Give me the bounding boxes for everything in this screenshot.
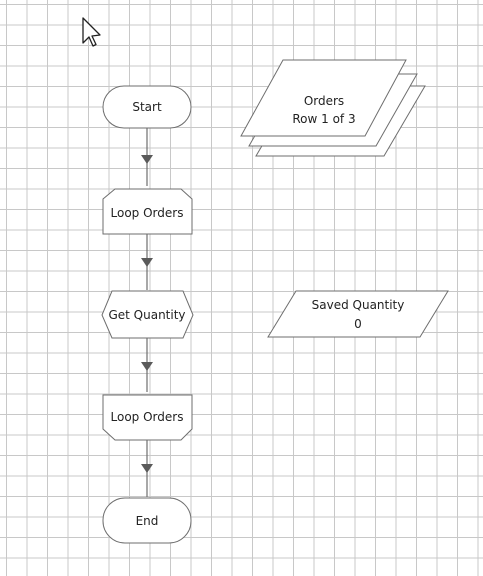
- loop-end-label: Loop Orders: [111, 410, 184, 424]
- saved-quantity-title: Saved Quantity: [312, 298, 405, 312]
- loop-end-shape[interactable]: Loop Orders: [102, 394, 193, 441]
- orders-title: Orders: [304, 94, 344, 108]
- saved-quantity-data-shape[interactable]: Saved Quantity 0: [267, 290, 449, 338]
- get-quantity-label: Get Quantity: [108, 308, 185, 322]
- get-quantity-process[interactable]: Get Quantity: [101, 290, 194, 339]
- saved-quantity-value: 0: [354, 317, 362, 331]
- orders-row-indicator: Row 1 of 3: [292, 112, 355, 126]
- start-label: Start: [132, 100, 162, 114]
- connector-get-quantity-loop-end: [141, 338, 153, 392]
- start-terminator[interactable]: Start: [102, 85, 192, 129]
- mouse-pointer-icon: [82, 17, 101, 47]
- end-terminator[interactable]: End: [102, 497, 192, 544]
- connector-loop-end-end: [141, 440, 153, 497]
- loop-begin-label: Loop Orders: [111, 206, 184, 220]
- loop-begin-shape[interactable]: Loop Orders: [102, 188, 193, 235]
- end-label: End: [136, 514, 159, 528]
- orders-data-shape[interactable]: Orders Row 1 of 3: [240, 59, 426, 157]
- connector-loop-get-quantity: [141, 234, 153, 290]
- connector-start-loop: [141, 128, 153, 186]
